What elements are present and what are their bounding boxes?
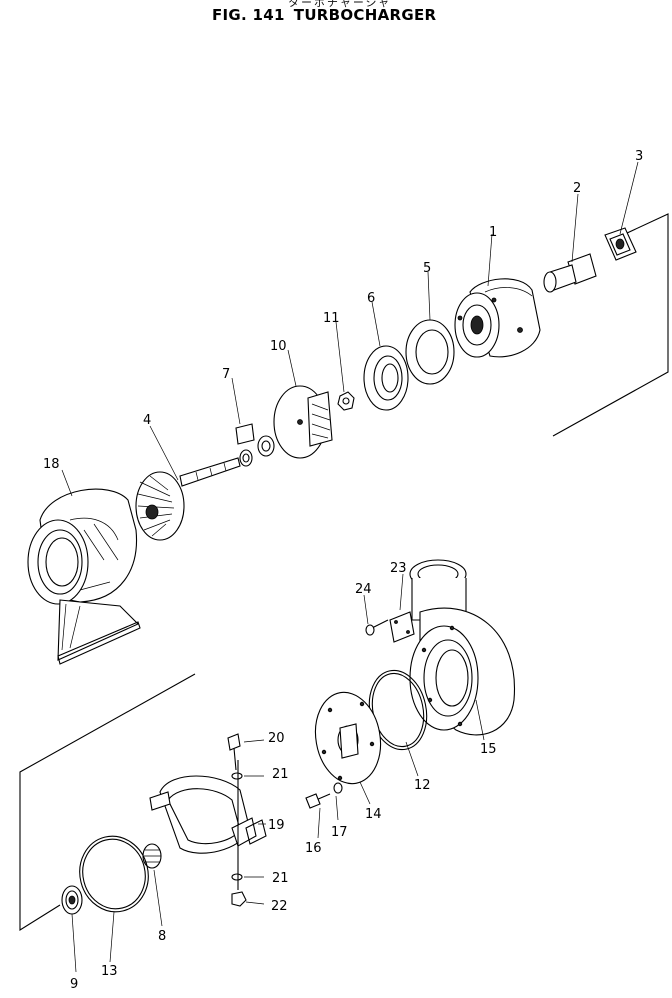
part-17-washer	[333, 782, 343, 794]
callout-9: 9	[70, 977, 78, 992]
callout-19: 19	[268, 818, 285, 833]
part-9-bearing	[61, 885, 83, 915]
part-18-turbine-housing	[27, 488, 141, 665]
callout-8: 8	[158, 929, 166, 944]
upper-bracket-lines	[552, 213, 669, 437]
leader-lines	[61, 161, 639, 973]
callout-23: 23	[390, 561, 407, 576]
part-7-thrust-bearing	[235, 423, 275, 467]
part-21-washer-lower	[231, 873, 243, 881]
callout-22: 22	[271, 899, 288, 914]
callout-18: 18	[43, 457, 60, 472]
part-15-compressor-housing	[409, 559, 515, 736]
part-16-bolt	[305, 793, 331, 809]
part-21-washer-upper	[231, 772, 243, 780]
figure-title: FIG. 141 TURBOCHARGER	[212, 6, 436, 24]
part-20-bolt	[227, 733, 241, 771]
part-6-insert	[363, 345, 409, 411]
callout-14: 14	[365, 807, 382, 822]
callout-11: 11	[323, 311, 340, 326]
callout-16: 16	[305, 841, 322, 856]
callout-6: 6	[367, 291, 375, 306]
part-19-clamp	[149, 760, 267, 890]
part-23-plate	[389, 611, 415, 643]
callout-5: 5	[423, 261, 431, 276]
callout-1: 1	[489, 225, 497, 240]
part-2-elbow	[543, 253, 597, 293]
part-24-bolt	[365, 619, 389, 636]
callout-20: 20	[268, 731, 285, 746]
part-8-fitting	[142, 843, 162, 869]
part-1-bearing-housing	[454, 278, 541, 358]
callout-24: 24	[355, 582, 372, 597]
callout-7: 7	[222, 367, 230, 382]
callout-21-upper: 21	[272, 767, 289, 782]
callout-12: 12	[414, 778, 431, 793]
callout-10: 10	[270, 339, 287, 354]
part-4-turbine-shaft-wheel	[135, 457, 241, 541]
lower-bracket-lines	[19, 673, 196, 931]
callout-17: 17	[331, 825, 348, 840]
callout-2: 2	[573, 181, 581, 196]
callout-13: 13	[101, 964, 118, 979]
callout-3: 3	[635, 149, 643, 164]
callout-21-lower: 21	[272, 871, 289, 886]
part-14-back-plate	[314, 691, 382, 785]
part-13-o-ring	[79, 835, 149, 913]
part-10-compressor-wheel	[273, 385, 333, 459]
part-11-nut	[337, 391, 355, 411]
callout-numbers: 3 2 1 5 6 11 10 7 4 18 23 24 15 12 14 17…	[43, 149, 643, 992]
callout-4: 4	[143, 413, 151, 428]
part-3-gasket	[604, 227, 637, 261]
figure-number: FIG. 141	[212, 6, 285, 24]
japanese-subtitle: ターボチャージャ	[288, 0, 392, 9]
part-22-nut	[231, 891, 247, 907]
part-5-seal-ring	[405, 319, 455, 385]
callout-15: 15	[480, 742, 497, 757]
figure-name: TURBOCHARGER	[293, 6, 437, 24]
